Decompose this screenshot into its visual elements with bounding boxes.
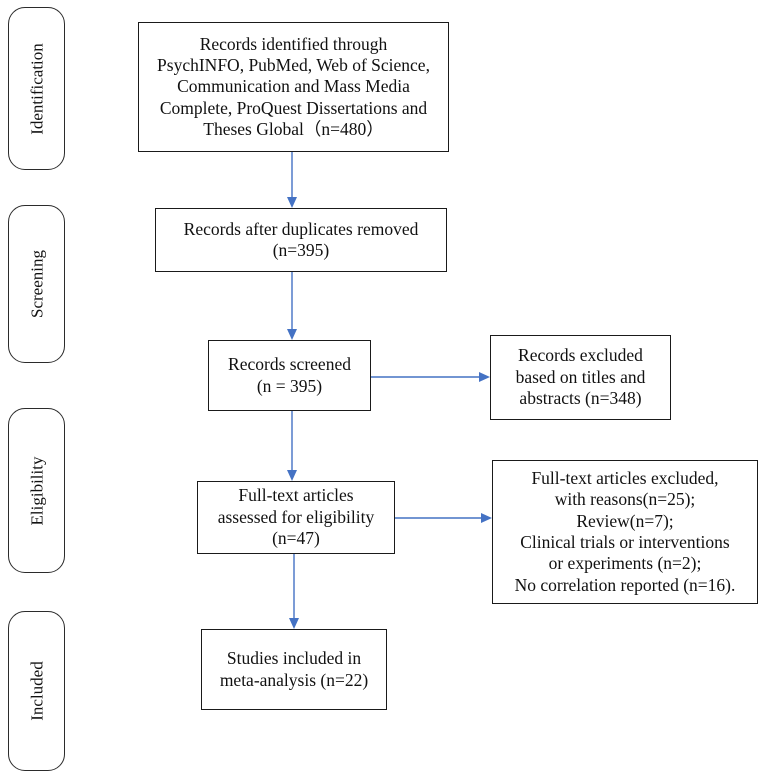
box-duplicates-removed: Records after duplicates removed (n=395) [155,208,447,272]
arrow-fulltext-to-included [289,554,299,629]
fulltext-excluded-line: or experiments (n=2); [548,553,702,574]
identified-line: Records identified through [199,33,388,54]
box-studies-included: Studies included in meta-analysis (n=22) [201,629,387,710]
arrow-duplicates-to-screened [287,272,297,340]
stage-eligibility-label: Eligibility [27,456,46,525]
fulltext-excluded-line: Review(n=7); [576,510,674,531]
box-records-identified: Records identified through PsychINFO, Pu… [138,22,449,152]
duplicates-line: (n=395) [272,240,330,260]
duplicates-line: Records after duplicates removed [183,218,419,239]
fulltext-excluded-line: with reasons(n=25); [554,489,696,510]
stage-screening: Screening [8,205,65,363]
box-fulltext-assessed: Full-text articles assessed for eligibil… [197,481,395,554]
excluded-titles-line: based on titles and [515,366,646,387]
arrow-identified-to-duplicates [287,152,297,208]
identified-line: Communication and Mass Media [177,76,410,97]
stage-identification: Identification [8,7,65,170]
arrow-fulltext-to-excluded [395,513,492,523]
fulltext-assessed-line: Full-text articles [238,485,354,506]
stage-included-label: Included [27,661,46,721]
stage-identification-label: Identification [27,42,46,135]
stage-included: Included [8,611,65,771]
excluded-titles-line: abstracts (n=348) [519,388,642,409]
fulltext-excluded-line: Clinical trials or interventions [520,532,730,552]
arrow-screened-to-fulltext [287,411,297,481]
fulltext-excluded-line: No correlation reported (n=16). [514,574,736,595]
included-line: Studies included in [226,648,362,669]
arrow-screened-to-excluded [371,372,490,382]
screened-line: (n = 395) [256,375,323,396]
stage-screening-label: Screening [27,250,46,318]
fulltext-excluded-line: Full-text articles excluded, [531,467,719,488]
included-line: meta-analysis (n=22) [219,669,369,690]
identified-line: PsychINFO, PubMed, Web of Science, [157,54,430,75]
fulltext-assessed-line: assessed for eligibility [217,506,375,527]
box-records-screened: Records screened (n = 395) [208,340,371,411]
identified-line: Theses Global（n=480） [203,119,384,140]
box-fulltext-excluded: Full-text articles excluded, with reason… [492,460,758,604]
box-records-excluded: Records excluded based on titles and abs… [490,335,671,420]
fulltext-assessed-line: (n=47) [272,528,320,549]
stage-eligibility: Eligibility [8,408,65,573]
identified-line: Complete, ProQuest Dissertations and [159,97,428,118]
screened-line: Records screened [228,354,351,375]
excluded-titles-line: Records excluded [518,345,643,366]
